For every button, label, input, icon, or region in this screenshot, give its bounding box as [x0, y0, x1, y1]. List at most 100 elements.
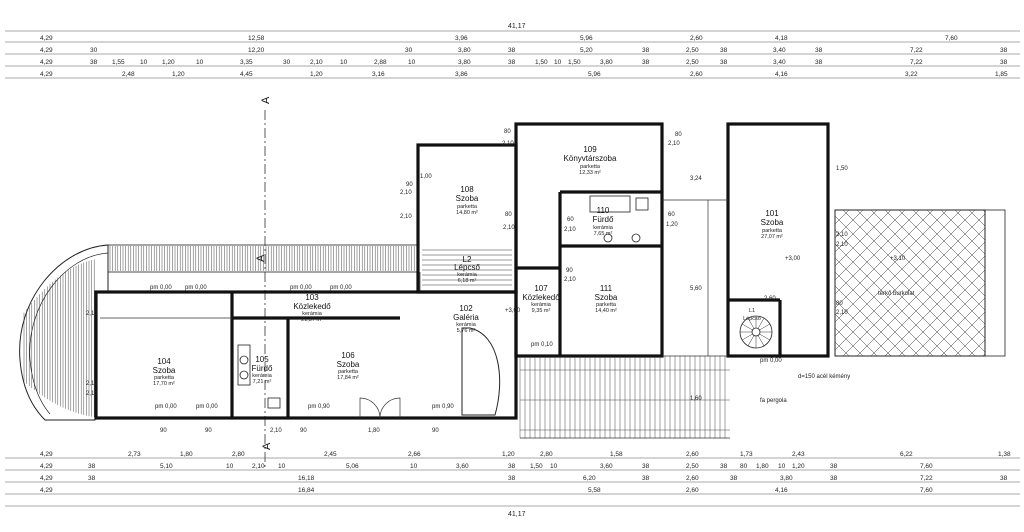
- pm-label: pm 0,00: [150, 285, 172, 291]
- dim-label: 3,40: [773, 59, 786, 66]
- pm-label: pm 0,10: [531, 342, 553, 348]
- dim-label: 10: [140, 59, 148, 66]
- hatch-line: [870, 209, 986, 325]
- dim-label: 38: [508, 463, 516, 470]
- hatch-line: [834, 209, 906, 281]
- dim-label: 4,18: [775, 35, 788, 42]
- pm-label: pm 0,90: [432, 404, 454, 410]
- dim-label: 2,60: [690, 35, 703, 42]
- room-number: 110: [597, 206, 610, 215]
- dim-label: 2,45: [324, 451, 337, 458]
- middle-block-walls: [514, 122, 664, 358]
- dim-label: 4,29: [40, 71, 53, 78]
- room-floor: kerámia: [457, 272, 478, 278]
- right-block-walls: [726, 122, 830, 358]
- room-name: Lépcső: [743, 316, 761, 322]
- hatch-line: [834, 257, 934, 357]
- bottom-dimension-chains: 4,29 2,73 1,80 2,80 2,45 2,66 1,20 2,80 …: [5, 451, 1020, 518]
- room-108: 108 Szoba parketta 14,80 m²: [456, 185, 479, 216]
- pm-label: pm 0,90: [308, 404, 330, 410]
- hatch-line: [968, 209, 986, 227]
- dim-label: 10: [278, 463, 286, 470]
- dim-label: 1,20: [162, 59, 175, 66]
- door-dim: 2,10: [86, 311, 98, 317]
- dim-label: 10: [408, 59, 416, 66]
- room-floor: parketta: [338, 369, 359, 375]
- door-dim: 80: [836, 301, 843, 307]
- dim-label: 30: [283, 59, 291, 66]
- room-number: 103: [305, 293, 319, 302]
- galeria-void: [461, 327, 501, 416]
- annotations: térkő burkolat +3,00 +3,10 +3,00 d=150 a…: [86, 129, 915, 434]
- dim-label: 3,80: [780, 475, 793, 482]
- pergola-label: fa pergola: [760, 398, 787, 404]
- room-number: L2: [463, 255, 472, 264]
- section-marker-bottom: A: [261, 442, 273, 450]
- hatch-line: [747, 318, 755, 329]
- room-name: Lépcső: [454, 263, 480, 272]
- door-dim: 2,10: [400, 214, 412, 220]
- hatch-line: [842, 213, 986, 357]
- section-line-a: A A A: [255, 96, 273, 470]
- room-area: 14,80 m²: [456, 210, 478, 216]
- pm-label: pm 0,00: [760, 358, 782, 364]
- hatch-line: [856, 227, 986, 357]
- dim-label: 3,80: [458, 47, 471, 54]
- dim-label: 2,50: [686, 47, 699, 54]
- dim-label: 5,96: [580, 35, 593, 42]
- hatch-line: [757, 318, 765, 329]
- dim-label: 2,43: [792, 451, 805, 458]
- dim-label: 2,60: [690, 71, 703, 78]
- room-area: 17,84 m²: [337, 375, 359, 381]
- hatch-line: [834, 209, 934, 309]
- dim-label: 38: [88, 475, 96, 482]
- room-number: 107: [534, 284, 548, 293]
- terrace-label: térkő burkolat: [878, 291, 915, 297]
- dim-label: 1,20: [792, 463, 805, 470]
- room-number: 102: [459, 304, 473, 313]
- dim-label: 7,22: [910, 59, 923, 66]
- dim-label: 38: [642, 59, 650, 66]
- hatch-line: [834, 209, 948, 323]
- dim-label: 3,96: [455, 35, 468, 42]
- room-name: Fürdő: [593, 215, 614, 224]
- hatch-line: [884, 255, 986, 357]
- door-dim: 2,10: [502, 141, 514, 147]
- dim-label: 4,16: [775, 487, 788, 494]
- terrace: [834, 209, 1006, 357]
- dim-label: 4,29: [40, 487, 53, 494]
- dim-label: 38: [830, 463, 838, 470]
- dim-label: 38: [642, 475, 650, 482]
- dim-label: 10: [778, 463, 786, 470]
- room-floor: parketta: [596, 302, 617, 308]
- door-dim: 90: [432, 428, 439, 434]
- room-area: 27,07 m²: [761, 234, 783, 240]
- room-107: 107 Közlekedő kerámia 9,35 m²: [522, 284, 560, 314]
- door-dim: 2,60: [764, 296, 776, 302]
- room-floor: parketta: [762, 228, 783, 234]
- pergola-grid: [519, 356, 730, 439]
- hatch-line: [968, 339, 986, 357]
- hatch-line: [747, 335, 755, 346]
- room-floor: kerámia: [302, 311, 323, 317]
- door-dim: 90: [205, 428, 212, 434]
- dim-label: 80: [740, 463, 748, 470]
- hatch-line: [834, 209, 962, 337]
- dim-label: 1,20: [310, 71, 323, 78]
- door-dim: 5,60: [690, 286, 702, 292]
- dim-label: 38: [720, 463, 728, 470]
- dim-label: 2,73: [128, 451, 141, 458]
- dim-label: 1,73: [740, 451, 753, 458]
- dim-label: 16,18: [298, 475, 315, 482]
- door-dim: 2,10: [270, 428, 282, 434]
- room-name: Szoba: [337, 360, 360, 369]
- hatch-line: [954, 325, 986, 357]
- hatch-line: [926, 209, 986, 269]
- dim-label: 30: [90, 47, 98, 54]
- dim-label: 1,38: [998, 451, 1011, 458]
- room-name: Közlekedő: [293, 302, 331, 311]
- door-dim: 1,20: [666, 222, 678, 228]
- hatch-line: [912, 283, 986, 357]
- room-floor: parketta: [580, 164, 601, 170]
- room-number: 104: [157, 357, 171, 366]
